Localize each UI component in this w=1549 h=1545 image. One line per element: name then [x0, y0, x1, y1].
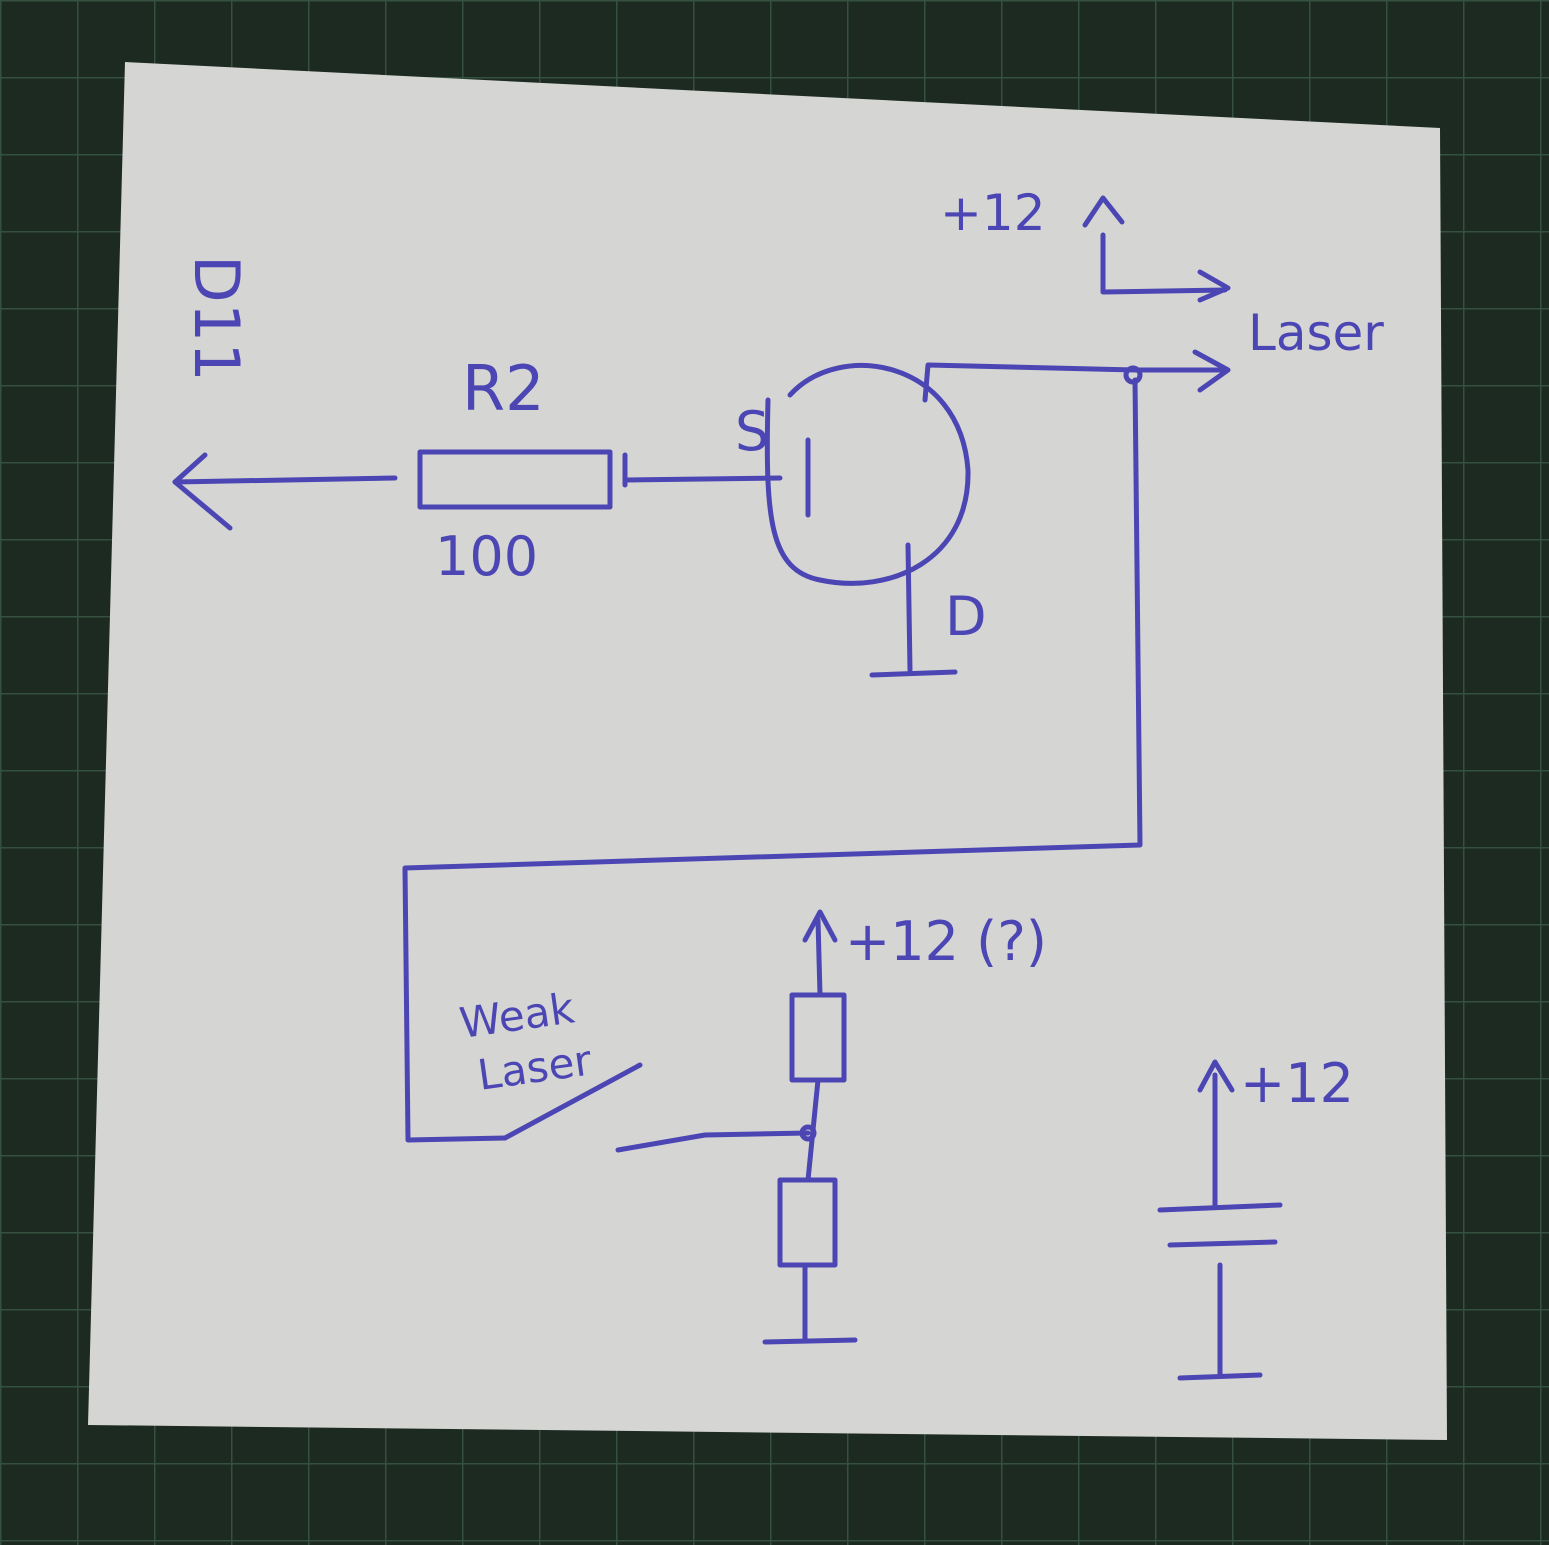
- label-d: D: [945, 585, 987, 648]
- label-s: S: [735, 400, 769, 463]
- resistor-r2: [417, 449, 783, 510]
- label-plus12-top: +12: [940, 184, 1046, 242]
- label-plus12-pot: +12 (?): [845, 910, 1047, 973]
- feedback-wire: [402, 377, 1143, 1143]
- voltage-divider: [615, 909, 858, 1345]
- label-100: 100: [435, 525, 538, 588]
- capacitor: [1157, 1059, 1283, 1381]
- label-d11: D11: [180, 255, 253, 382]
- input-arrow: [172, 452, 398, 531]
- weak-laser-switch: [502, 1062, 643, 1141]
- transistor: [764, 362, 1138, 678]
- label-laser: Laser: [1248, 304, 1384, 362]
- sticky-note: [88, 62, 1447, 1440]
- label-r2: R2: [462, 352, 545, 425]
- label-plus12-cap: +12: [1240, 1052, 1354, 1115]
